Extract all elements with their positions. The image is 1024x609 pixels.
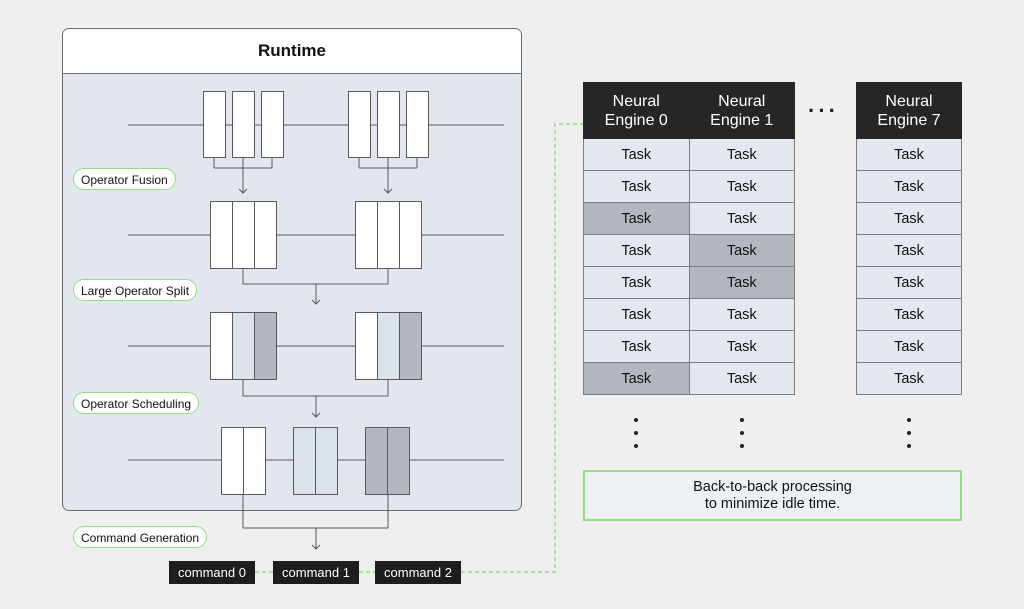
fused-operator-segment	[232, 201, 255, 269]
arrow-down-icon	[311, 412, 321, 418]
note-line-2: to minimize idle time.	[704, 495, 841, 512]
engine-7-task: Task	[856, 266, 962, 299]
fused-operator-segment	[355, 201, 378, 269]
engine-0-task: Task	[583, 266, 690, 299]
engine-7-task: Task	[856, 298, 962, 331]
operator-block	[232, 91, 255, 158]
engine-table-7: Neural Engine 7 Task Task Task Task Task…	[856, 82, 962, 395]
step-operator-scheduling: Operator Scheduling	[73, 392, 200, 414]
operator-block	[348, 91, 371, 158]
engine-1-task: Task	[688, 266, 795, 299]
engine-7-task: Task	[856, 362, 962, 395]
engine-0-task: Task	[583, 234, 690, 267]
split-operator-segment	[399, 312, 422, 380]
engine-0-task: Task	[583, 170, 690, 203]
engine-1-task: Task	[688, 170, 795, 203]
dispatch-link	[461, 123, 583, 573]
command-2-label: command 2	[375, 561, 461, 584]
note-line-1: Back-to-back processing	[693, 478, 852, 495]
engine-7-task: Task	[856, 170, 962, 203]
split-operator-segment	[232, 312, 255, 380]
operator-block	[406, 91, 429, 158]
fused-operator-segment	[399, 201, 422, 269]
operator-block	[261, 91, 284, 158]
step-command-generation: Command Generation	[73, 526, 208, 548]
runtime-title: Runtime	[63, 29, 521, 74]
engine-0-task: Task	[583, 362, 690, 395]
scheduled-operator-segment	[365, 427, 388, 495]
engine-7-header: Neural Engine 7	[856, 82, 962, 139]
engine-0-task: Task	[583, 138, 690, 171]
engine-1-header: Neural Engine 1	[688, 82, 795, 139]
engine-1-task: Task	[688, 234, 795, 267]
engine-7-more-tasks-dots	[907, 418, 911, 448]
command-1-label: command 1	[273, 561, 359, 584]
engine-1-more-tasks-dots	[740, 418, 744, 448]
arrow-down-icon	[311, 299, 321, 305]
note-box: Back-to-back processing to minimize idle…	[583, 470, 962, 521]
engine-1-task: Task	[688, 138, 795, 171]
engine-0-task: Task	[583, 298, 690, 331]
arrow-down-icon	[383, 188, 393, 194]
fused-operator-segment	[254, 201, 277, 269]
engine-7-task: Task	[856, 138, 962, 171]
scheduled-operator-segment	[315, 427, 338, 495]
command-0-label: command 0	[169, 561, 255, 584]
scheduled-operator-segment	[243, 427, 266, 495]
runtime-panel: Runtime	[62, 28, 522, 511]
more-engines-ellipsis: ···	[808, 98, 839, 123]
engine-7-task: Task	[856, 234, 962, 267]
step-large-operator-split: Large Operator Split	[73, 279, 198, 301]
engine-7-task: Task	[856, 202, 962, 235]
fused-operator-segment	[377, 201, 400, 269]
scheduled-operator-segment	[221, 427, 244, 495]
arrow-down-icon	[238, 188, 248, 194]
operator-block	[203, 91, 226, 158]
fused-operator-segment	[210, 201, 233, 269]
split-operator-segment	[377, 312, 400, 380]
engine-0-task: Task	[583, 330, 690, 363]
engine-7-task: Task	[856, 330, 962, 363]
engine-0-task: Task	[583, 202, 690, 235]
engine-1-task: Task	[688, 330, 795, 363]
split-operator-segment	[254, 312, 277, 380]
step-operator-fusion: Operator Fusion	[73, 168, 176, 190]
scheduled-operator-segment	[387, 427, 410, 495]
engine-1-task: Task	[688, 202, 795, 235]
arrow-down-icon	[311, 544, 321, 550]
operator-block	[377, 91, 400, 158]
scheduled-operator-segment	[293, 427, 316, 495]
engine-1-task: Task	[688, 298, 795, 331]
engine-0-more-tasks-dots	[634, 418, 638, 448]
split-operator-segment	[355, 312, 378, 380]
split-operator-segment	[210, 312, 233, 380]
engine-1-task: Task	[688, 362, 795, 395]
engine-0-header: Neural Engine 0	[583, 82, 690, 139]
